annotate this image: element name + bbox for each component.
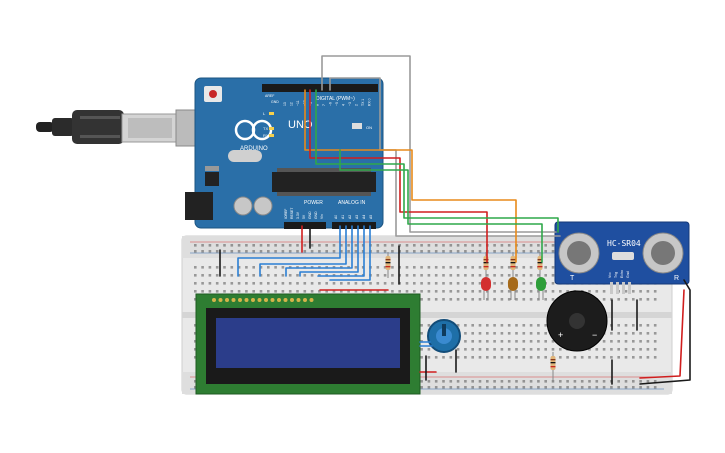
pin-label: IOREF <box>284 209 288 219</box>
wire <box>639 289 685 379</box>
pin-label: ~9 <box>309 102 313 106</box>
wire <box>309 89 488 263</box>
led-red <box>481 277 491 291</box>
pin-label: A0 <box>334 215 338 219</box>
pin-label: ~3 <box>348 102 352 106</box>
wire <box>639 279 691 385</box>
wire <box>259 225 347 277</box>
buzzer-plus-label: + <box>558 330 563 340</box>
sensor-pin <box>610 282 613 294</box>
pin-label: A1 <box>341 215 345 219</box>
power-jack <box>185 192 213 220</box>
led-green <box>536 277 546 291</box>
power-header <box>284 222 326 229</box>
pin-label: 13 <box>283 102 287 106</box>
pin-label: 5V <box>302 214 306 219</box>
led-label-tx: TX <box>263 126 268 131</box>
capacitor <box>233 196 253 216</box>
led-label-l: L <box>263 111 266 116</box>
crystal <box>228 150 262 162</box>
pin-label: 7 <box>322 104 326 106</box>
pin-label: TX 1 <box>361 99 365 106</box>
wire <box>304 89 517 263</box>
sensor-pin-label: Trig <box>614 272 618 278</box>
arduino-uno-board: ARDUINO UNO DIGITAL (PWM~) ON AREF GND L… <box>185 77 384 229</box>
pin-label: A4 <box>362 215 366 219</box>
led-yellow <box>508 277 518 291</box>
power-label: POWER <box>304 200 323 206</box>
wire <box>317 225 365 277</box>
wire <box>339 149 543 263</box>
wire <box>285 225 353 277</box>
board-model: UNO <box>288 119 313 131</box>
pin-label: GND <box>308 211 312 219</box>
digital-header <box>262 84 378 92</box>
sensor-pin-label: Echo <box>620 270 624 278</box>
gnd-label: GND <box>271 100 279 104</box>
pin-label: RESET <box>290 208 294 219</box>
pin-label: ~11 <box>296 100 300 106</box>
wire <box>329 225 371 281</box>
pin-label: A3 <box>355 215 359 219</box>
wire <box>315 89 559 233</box>
aref-label: AREF <box>265 94 274 98</box>
resistors <box>385 252 556 382</box>
wire <box>299 225 359 277</box>
pin-label: Vin <box>320 214 324 219</box>
sensor-pin <box>616 282 619 294</box>
pin-label: RX 0 <box>368 98 372 106</box>
leds <box>481 277 546 300</box>
analog-label: ANALOG IN <box>338 200 366 206</box>
pin-label: A2 <box>348 215 352 219</box>
wire <box>321 55 557 233</box>
atmega-chip <box>272 172 376 192</box>
capacitor <box>253 196 273 216</box>
sensor-pin <box>622 282 625 294</box>
pin-label: ~6 <box>329 102 333 106</box>
wires <box>219 55 691 385</box>
sensor-r-label: R <box>674 275 679 282</box>
pin-label: 3.3V <box>296 211 300 219</box>
usb-cable <box>36 109 203 147</box>
buzzer: + − <box>546 290 608 352</box>
sensor-pin-label: Vcc <box>608 272 612 278</box>
wire <box>237 225 341 277</box>
digital-label: DIGITAL (PWM~) <box>316 96 355 102</box>
pin-label: ~5 <box>335 102 339 106</box>
on-label: ON <box>366 125 372 130</box>
pin-label: 12 <box>290 102 294 106</box>
pin-label: A5 <box>369 215 373 219</box>
buzzer-minus-label: − <box>592 330 597 340</box>
potentiometer[interactable] <box>427 319 461 353</box>
sensor-pin-label: Gnd <box>626 271 630 278</box>
pin-label: GND <box>314 211 318 219</box>
board-logo-text: ARDUINO <box>240 146 268 152</box>
pin-label: 8 <box>316 104 320 106</box>
led-label-rx: RX <box>263 133 269 138</box>
pin-label: 4 <box>342 104 346 106</box>
lcd-screen <box>216 318 400 368</box>
analog-header <box>332 222 376 229</box>
sensor-t-label: T <box>570 275 575 282</box>
sensor-pin <box>628 282 631 294</box>
sensor-label: HC-SR04 <box>607 239 641 248</box>
pin-label: 2 <box>355 104 359 106</box>
lcd-display <box>195 293 421 395</box>
